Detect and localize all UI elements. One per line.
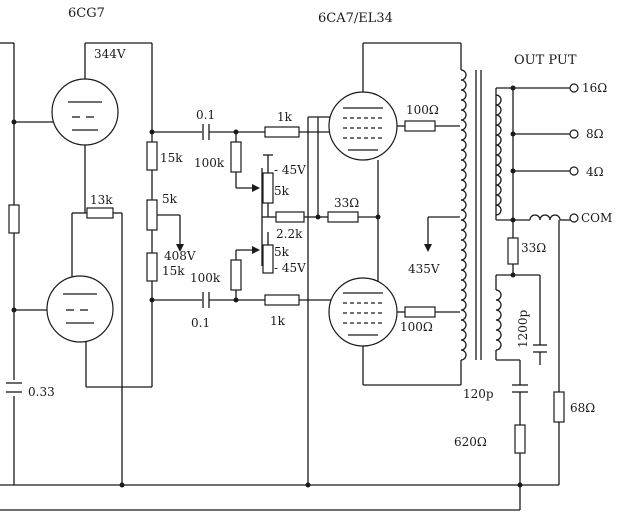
left-resistor bbox=[8, 204, 20, 234]
tap-4-label: 4Ω bbox=[586, 165, 604, 179]
output-tube-lower bbox=[328, 277, 398, 347]
nfb-resistor bbox=[514, 424, 526, 454]
bias-pot-lower bbox=[262, 244, 274, 274]
driver-tube-lower bbox=[46, 275, 114, 343]
coupling-cap-upper-value: 0.1 bbox=[196, 108, 215, 122]
driver-tube-upper bbox=[51, 78, 119, 146]
bias-resistor-mid-value: 2.2k bbox=[276, 227, 303, 241]
cathode-resistor-value: 13k bbox=[90, 193, 113, 207]
driver-supply-voltage: 408V bbox=[164, 249, 196, 263]
output-tube-upper bbox=[328, 91, 398, 161]
com-terminal bbox=[569, 213, 579, 223]
screen-resistor bbox=[327, 211, 359, 223]
plate-stop-lower-value: 100Ω bbox=[400, 320, 433, 334]
transformer-secondary bbox=[495, 88, 502, 220]
bias-voltage-upper: - 45V bbox=[274, 163, 306, 177]
coupling-cap-lower-value: 0.1 bbox=[191, 316, 210, 330]
tap-16-terminal bbox=[569, 83, 579, 93]
load-lower-value: 15k bbox=[162, 264, 185, 278]
bypass-capacitor: 0.33 bbox=[6, 382, 55, 399]
balance-pot bbox=[146, 199, 158, 231]
driver-plate-voltage: 344V bbox=[94, 47, 126, 61]
zobel-cap-value: 1200p bbox=[516, 309, 530, 348]
grid-leak-upper-value: 100k bbox=[194, 156, 225, 170]
zobel-resistor-value: 33Ω bbox=[521, 241, 546, 255]
grid-stop-lower bbox=[264, 294, 300, 306]
cathode-resistor bbox=[86, 207, 114, 219]
output-tube-label: 6CA7/EL34 bbox=[318, 11, 393, 26]
balance-pot-value: 5k bbox=[162, 192, 178, 206]
bias-pot-upper-value: 5k bbox=[274, 184, 290, 198]
load-resistor bbox=[553, 391, 565, 423]
bias-resistor-mid bbox=[275, 211, 305, 223]
output-plate-voltage: 435V bbox=[408, 262, 440, 276]
grid-stop-lower-value: 1k bbox=[270, 314, 286, 328]
zobel-capacitor bbox=[533, 344, 547, 353]
bias-pot-upper bbox=[262, 172, 274, 204]
load-resistor-upper bbox=[146, 141, 158, 171]
grid-leak-upper bbox=[230, 141, 242, 173]
plate-stop-upper-value: 100Ω bbox=[406, 103, 439, 117]
load-upper-value: 15k bbox=[160, 151, 183, 165]
tap-4-terminal bbox=[569, 166, 579, 176]
bias-pot-lower-value: 5k bbox=[274, 245, 290, 259]
plate-stop-upper bbox=[404, 120, 436, 132]
load-resistor-value: 68Ω bbox=[570, 401, 595, 415]
output-title: OUT PUT bbox=[514, 53, 577, 68]
load-resistor-lower bbox=[146, 252, 158, 282]
tap-8-terminal bbox=[569, 129, 579, 139]
nfb-resistor-value: 620Ω bbox=[454, 435, 487, 449]
feedback-winding bbox=[495, 289, 502, 351]
tap-8-label: 8Ω bbox=[586, 127, 604, 141]
plate-stop-lower bbox=[404, 306, 436, 318]
driver-tube-label: 6CG7 bbox=[68, 6, 105, 21]
screen-resistor-value: 33Ω bbox=[334, 196, 359, 210]
grid-leak-lower bbox=[230, 259, 242, 291]
grid-stop-upper bbox=[264, 126, 300, 138]
bias-voltage-lower: - 45V bbox=[274, 261, 306, 275]
zobel-resistor bbox=[507, 237, 519, 265]
nfb-capacitor bbox=[512, 384, 528, 393]
com-choke bbox=[529, 214, 561, 221]
left-rail bbox=[0, 42, 55, 485]
bypass-cap-value: 0.33 bbox=[28, 385, 55, 399]
tap-16-label: 16Ω bbox=[582, 81, 607, 95]
transformer-core bbox=[475, 70, 482, 360]
coupling-cap-lower bbox=[202, 292, 210, 308]
grid-leak-lower-value: 100k bbox=[190, 271, 221, 285]
transformer-primary bbox=[460, 43, 467, 385]
tap-com-label: COM bbox=[581, 211, 612, 225]
coupling-cap-upper bbox=[202, 124, 210, 140]
grid-stop-upper-value: 1k bbox=[277, 110, 293, 124]
nfb-cap-value: 120p bbox=[463, 387, 494, 401]
